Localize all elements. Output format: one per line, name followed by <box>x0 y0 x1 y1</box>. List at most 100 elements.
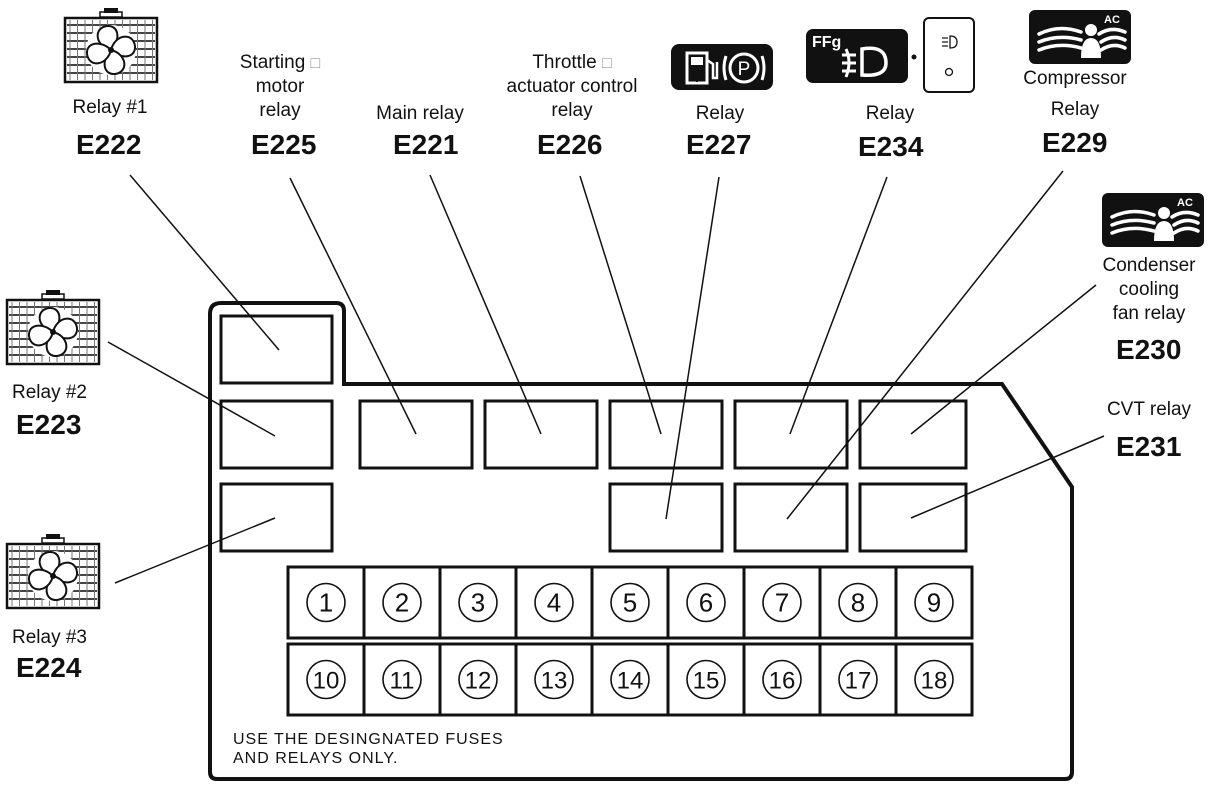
leader-e230 <box>910 284 1097 435</box>
fuse-number-circle <box>610 659 650 700</box>
code-e231: E231 <box>1116 431 1182 462</box>
label-e223: Relay #2 <box>12 382 87 403</box>
fuse-slot-10[interactable]: 10 <box>286 642 366 717</box>
fuse-number-circle <box>610 582 650 623</box>
fuse-number: 2 <box>395 588 409 618</box>
usage-note: USE THE DESINGNATED FUSES AND RELAYS ONL… <box>233 730 504 768</box>
label-e229-line1: Compressor <box>1023 68 1127 89</box>
usage-note-line2: AND RELAYS ONLY. <box>233 750 399 767</box>
leader-e225 <box>289 177 417 435</box>
fuse-slot-4[interactable]: 4 <box>514 565 594 640</box>
code-e222: E222 <box>76 129 142 160</box>
leader-lines <box>107 170 1105 584</box>
label-e221: Main relay <box>376 103 464 124</box>
fuse-slot-11[interactable]: 11 <box>362 642 442 717</box>
relay-slot-e234[interactable] <box>733 399 849 470</box>
leader-e223 <box>107 341 276 437</box>
fuse-number-circle <box>458 582 498 623</box>
code-e224: E224 <box>16 652 82 683</box>
label-e226-line2: actuator control <box>506 76 638 97</box>
fuse-slot-3[interactable]: 3 <box>438 565 518 640</box>
fuse-number-circle <box>914 659 954 700</box>
fuse-slot-16[interactable]: 16 <box>742 642 822 717</box>
fuse-slot-9[interactable]: 9 <box>894 565 974 640</box>
fuse-number: 3 <box>471 588 485 618</box>
relay-slot-e224[interactable] <box>219 482 334 553</box>
fuse-number-circle <box>306 582 346 623</box>
fuse-number: 15 <box>693 668 720 695</box>
fuse-number-circle <box>458 659 498 700</box>
label-e225-line3: relay <box>259 100 301 121</box>
relay-slot-e222[interactable] <box>219 314 334 385</box>
label-e227: Relay <box>695 103 745 124</box>
leader-e234 <box>789 176 888 435</box>
fuse-slot-13[interactable]: 13 <box>514 642 594 717</box>
fuse-slot-14[interactable]: 14 <box>590 642 670 717</box>
fuse-number: 14 <box>617 668 644 695</box>
fuse-number-circle <box>838 582 878 623</box>
fuse-slot-17[interactable]: 17 <box>818 642 898 717</box>
label-e230-line3: fan relay <box>1112 303 1186 324</box>
fuse-cell <box>894 642 974 717</box>
fuse-number: 6 <box>699 588 713 618</box>
fuse-number-circle <box>686 659 726 700</box>
relay-slot-e221[interactable] <box>483 399 599 470</box>
radiator-fan-icon-e223 <box>5 290 101 366</box>
fuse-number: 13 <box>541 668 568 695</box>
fuse-number: 18 <box>921 668 948 695</box>
fuse-number-circle <box>306 659 346 700</box>
label-e229-line2: Relay <box>1050 99 1100 120</box>
relay-slot-e230[interactable] <box>858 399 968 470</box>
relay-slot-e227[interactable] <box>608 482 724 553</box>
fuse-slot-8[interactable]: 8 <box>818 565 898 640</box>
label-e226-line3: relay <box>551 100 593 121</box>
fuse-box-outline <box>208 301 1074 781</box>
relay-slot-e229[interactable] <box>733 482 849 553</box>
fog-switch-icon <box>923 17 975 93</box>
fuse-number-circle <box>382 659 422 700</box>
ac-condenser-icon: AC <box>1102 193 1204 247</box>
leader-e229 <box>786 170 1064 520</box>
label-e230-line2: cooling <box>1118 279 1180 300</box>
fuse-slot-15[interactable]: 15 <box>666 642 746 717</box>
leader-e221 <box>429 174 542 435</box>
leader-e227 <box>665 176 720 520</box>
fuse-number: 8 <box>851 588 865 618</box>
relay-slot-e226[interactable] <box>608 399 724 470</box>
label-e231: CVT relay <box>1106 399 1192 420</box>
code-e221: E221 <box>393 129 459 160</box>
fuse-slot-2[interactable]: 2 <box>362 565 442 640</box>
fuse-number-circle <box>762 582 802 623</box>
fuse-number-circle <box>534 582 574 623</box>
fuse-number: 9 <box>927 588 941 618</box>
fuse-number: 7 <box>775 588 789 618</box>
fuse-slot-12[interactable]: 12 <box>438 642 518 717</box>
radiator-fan-icon-e224 <box>5 534 101 610</box>
relay-slots <box>219 314 968 553</box>
radiator-fan-icon-e222 <box>63 8 159 84</box>
fuse-slot-5[interactable]: 5 <box>590 565 670 640</box>
fuse-slot-6[interactable]: 6 <box>666 565 746 640</box>
fuse-number-circle <box>534 659 574 700</box>
relay-slot-e225[interactable] <box>358 399 474 470</box>
label-e222: Relay #1 <box>72 97 148 118</box>
fuse-number: 12 <box>465 668 492 695</box>
code-e223: E223 <box>16 409 82 440</box>
fuse-slot-7[interactable]: 7 <box>742 565 822 640</box>
fuse-number: 17 <box>845 668 872 695</box>
fuse-slot-1[interactable]: 1 <box>286 565 366 640</box>
code-e230: E230 <box>1116 334 1182 365</box>
fuse-number-circle <box>686 582 726 623</box>
relay-slot-e231[interactable] <box>858 482 968 553</box>
code-e234: E234 <box>858 131 924 162</box>
relay-slot-e223[interactable] <box>219 399 334 470</box>
svg-text:AC: AC <box>1177 197 1193 209</box>
leader-e231 <box>910 435 1105 519</box>
code-e229: E229 <box>1042 127 1108 158</box>
label-e224: Relay #3 <box>12 627 87 648</box>
fuse-slot-18[interactable]: 18 <box>894 642 974 717</box>
leader-e226 <box>579 175 662 435</box>
separator-dot <box>911 54 917 60</box>
